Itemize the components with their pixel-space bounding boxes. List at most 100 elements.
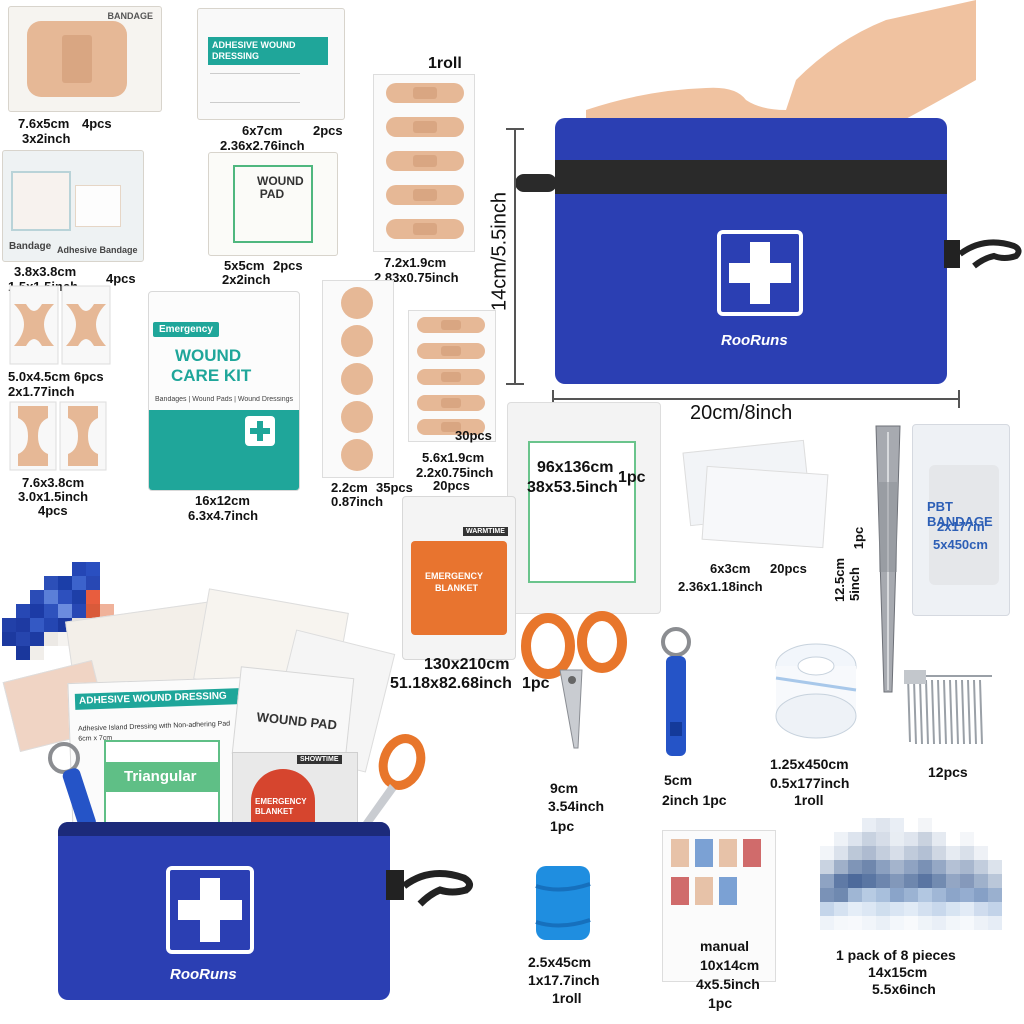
kit-pouch-brand: RooRuns bbox=[170, 966, 237, 983]
roll-strip-bandage bbox=[386, 151, 464, 171]
whistle-size-in: 2inch 1pc bbox=[662, 792, 727, 808]
tape-roll bbox=[775, 643, 857, 739]
emergency-blanket-pack: WARMTIME EMERGENCY BLANKET bbox=[402, 496, 516, 660]
square-bandage-count: 4pcs bbox=[106, 271, 136, 286]
strip-bandage-count-top: 30pcs bbox=[455, 428, 492, 443]
triangular-bandage-inner bbox=[528, 441, 636, 583]
round-bandage-count: 35pcs bbox=[376, 480, 413, 495]
kit-wound-pad-print: WOUND PAD bbox=[255, 709, 338, 733]
manual-size-cm: 10x14cm bbox=[700, 957, 760, 973]
tweezers bbox=[875, 425, 901, 693]
large-bandage-size-cm: 7.6x5cm bbox=[18, 116, 70, 131]
pbt-bandage-roll bbox=[929, 465, 999, 585]
manual-booklet bbox=[662, 830, 776, 982]
alcohol-pad-size-in: 2.36x1.18inch bbox=[678, 579, 763, 594]
emergency-blanket-title2: BLANKET bbox=[435, 583, 478, 593]
wound-pad-print: WOUND PAD bbox=[257, 174, 304, 201]
kit-pouch: RooRuns bbox=[58, 822, 390, 1000]
roll-strip-bandage bbox=[386, 185, 464, 205]
kit-dressing-title: ADHESIVE WOUND DRESSING bbox=[74, 688, 244, 710]
wound-care-kit-subtitle: Bandages | Wound Pads | Wound Dressings bbox=[155, 396, 294, 403]
cohesive-bandage bbox=[535, 866, 591, 940]
wound-care-kit-title1: WOUND bbox=[175, 346, 242, 365]
roll-strip-sheet bbox=[373, 74, 475, 252]
tape-count: 1roll bbox=[794, 792, 824, 808]
butterfly-count: 6pcs bbox=[74, 369, 104, 384]
wound-care-kit-band bbox=[149, 410, 299, 490]
pouch-width-tick-left bbox=[552, 390, 554, 408]
cohesive-size-cm: 2.5x45cm bbox=[528, 954, 592, 970]
roll-strip-size-in: 2.83x0.75inch bbox=[374, 270, 459, 285]
emergency-blanket-title1: EMERGENCY bbox=[425, 571, 484, 581]
manual-name: manual bbox=[700, 938, 750, 954]
wound-care-kit-size-in: 6.3x4.7inch bbox=[188, 508, 259, 523]
pbt-bandage-print3: 5x450cm bbox=[933, 537, 988, 552]
tape-size-cm: 1.25x450cm bbox=[770, 756, 849, 772]
large-bandage-pack: BANDAGE bbox=[8, 6, 162, 112]
pouch-cross-icon bbox=[717, 230, 803, 316]
tissues-mosaic bbox=[820, 818, 1002, 940]
pouch-clip bbox=[944, 239, 1022, 269]
pouch-width-tick-right bbox=[958, 390, 960, 408]
safety-pins-count: 12pcs bbox=[928, 764, 968, 780]
cohesive-count: 1roll bbox=[552, 990, 582, 1006]
emergency-blanket-card: EMERGENCY BLANKET bbox=[411, 541, 507, 635]
butterfly-bandages bbox=[9, 285, 111, 365]
kit-triangular-band bbox=[106, 762, 218, 792]
emergency-blanket-count: 1pc bbox=[522, 675, 550, 692]
tissues-size-in: 5.5x6inch bbox=[872, 981, 936, 997]
tweezers-size-label: 12.5cm 5inch 1pc bbox=[822, 520, 866, 620]
roll-strip-bandage bbox=[386, 219, 464, 239]
pouch-zipper-pull bbox=[515, 174, 557, 192]
tissues-label: 1 pack of 8 pieces bbox=[836, 947, 956, 963]
pbt-bandage-pack: PBT BANDAGE 2x177in 5x450cm bbox=[912, 424, 1010, 616]
wound-care-kit-badge: Emergency bbox=[153, 322, 219, 337]
kit-scissors bbox=[356, 734, 426, 834]
strip-bandage bbox=[417, 317, 485, 333]
tissues-size-cm: 14x15cm bbox=[868, 964, 928, 980]
strip-bandage bbox=[417, 369, 485, 385]
manual-count: 1pc bbox=[708, 995, 733, 1011]
strip-bandage-size-in: 2.2x0.75inch bbox=[416, 465, 494, 480]
adhesive-dressing-pack: ADHESIVE WOUND DRESSING bbox=[197, 8, 345, 120]
manual-size-in: 4x5.5inch bbox=[696, 976, 760, 992]
large-bandage-count: 4pcs bbox=[82, 116, 112, 131]
wound-pad-inner: WOUND PAD bbox=[233, 165, 313, 243]
strip-bandage-sheet bbox=[408, 310, 496, 442]
adhesive-dressing-title: ADHESIVE WOUND DRESSING bbox=[208, 37, 328, 65]
scissors-count: 1pc bbox=[550, 818, 575, 834]
wound-care-kit-size-cm: 16x12cm bbox=[195, 493, 250, 508]
strip-bandage bbox=[417, 419, 485, 435]
wound-pad-size-cm: 5x5cm bbox=[224, 258, 265, 273]
adhesive-dressing-lines bbox=[210, 73, 300, 103]
kit-triangular-label: Triangular bbox=[124, 768, 197, 785]
wound-care-kit-title2: CARE KIT bbox=[171, 366, 252, 385]
adhesive-dressing-size-cm: 6x7cm bbox=[242, 123, 283, 138]
square-bandage-print1: Bandage bbox=[9, 241, 52, 252]
wound-care-kit-bag: Emergency WOUND CARE KIT Bandages | Woun… bbox=[148, 291, 300, 491]
knuckle-size-cm: 7.6x3.8cm bbox=[22, 475, 85, 490]
large-bandage bbox=[27, 21, 127, 97]
knuckle-count: 4pcs bbox=[38, 503, 68, 518]
cohesive-size-in: 1x17.7inch bbox=[528, 972, 600, 988]
tweezers-size-cm: 12.5cm bbox=[832, 557, 848, 603]
emergency-blanket-brand: WARMTIME bbox=[463, 527, 508, 536]
round-bandage-sheet bbox=[322, 280, 394, 478]
pouch-width-line bbox=[552, 398, 960, 400]
square-bandage-pad bbox=[75, 185, 121, 227]
roll-strip-top-label: 1roll bbox=[428, 55, 462, 72]
round-bandage-size-cm: 2.2cm bbox=[331, 480, 368, 495]
butterfly-size-cm: 5.0x4.5cm bbox=[8, 369, 71, 384]
round-bandage bbox=[341, 325, 373, 357]
adhesive-dressing-count: 2pcs bbox=[313, 123, 343, 138]
strip-bandage bbox=[417, 395, 485, 411]
wound-pad-size-in: 2x2inch bbox=[222, 272, 271, 287]
pouch-zipper bbox=[555, 160, 947, 194]
square-bandage-size-cm: 3.8x3.8cm bbox=[14, 264, 77, 279]
kit-dressing-sub: Adhesive Island Dressing with Non-adheri… bbox=[77, 720, 231, 733]
wound-pad-count: 2pcs bbox=[273, 258, 303, 273]
kit-pouch-zipper bbox=[58, 822, 390, 836]
triangular-size-in: 38x53.5inch bbox=[527, 479, 618, 496]
round-bandage bbox=[341, 287, 373, 319]
roll-strip-size-cm: 7.2x1.9cm bbox=[384, 255, 447, 270]
